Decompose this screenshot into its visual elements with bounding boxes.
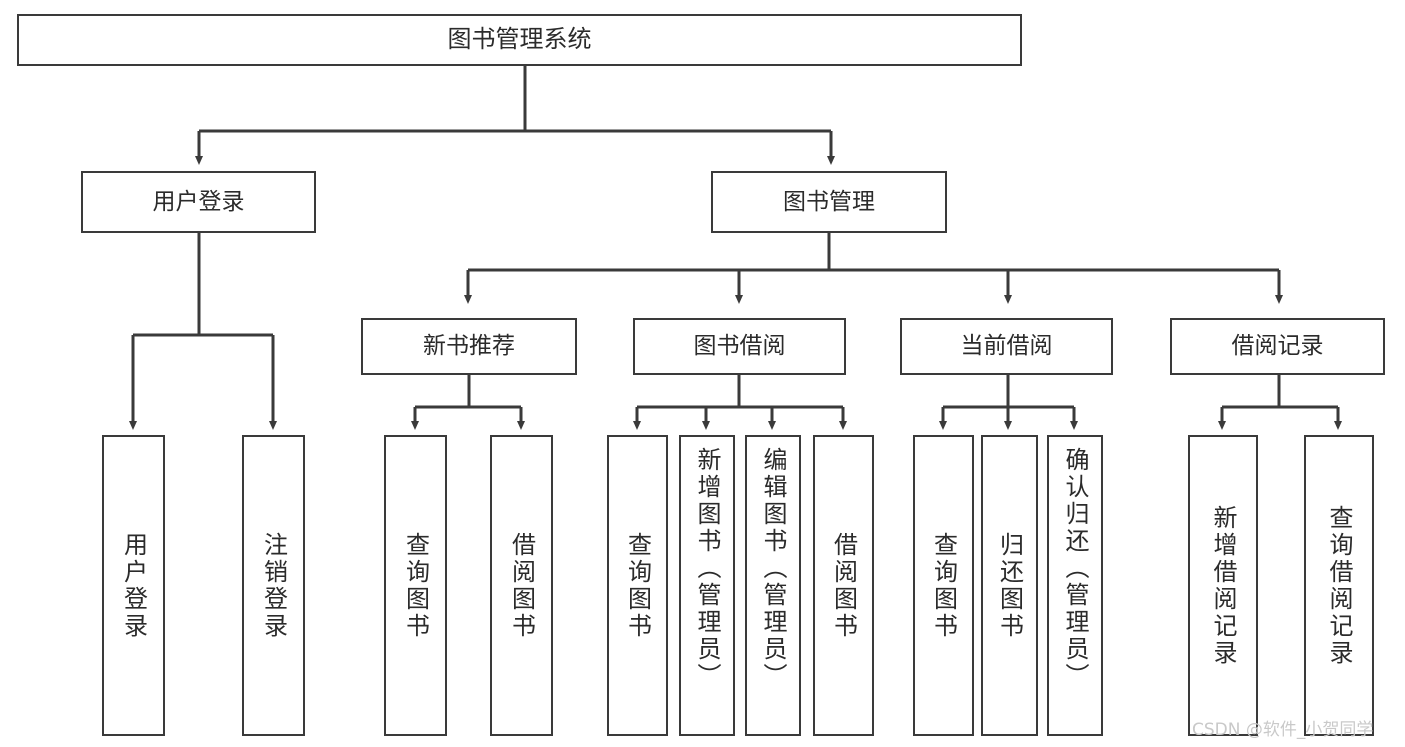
node-leaf-add-book[interactable]: 新增图书（管理员） [679, 435, 735, 736]
node-current-borrow[interactable]: 当前借阅 [900, 318, 1113, 375]
node-leaf-confirm-return[interactable]: 确认归还（管理员） [1047, 435, 1103, 736]
node-leaf-borrow-book-2-label: 借阅图书 [829, 531, 858, 640]
node-leaf-user-login-label: 用户登录 [119, 531, 148, 640]
node-new-book-recommend[interactable]: 新书推荐 [361, 318, 577, 375]
node-user-login-label: 用户登录 [152, 188, 245, 215]
node-leaf-user-logout-label: 注销登录 [259, 531, 288, 640]
node-root-label: 图书管理系统 [447, 25, 592, 54]
node-leaf-query-book-2-label: 查询图书 [623, 531, 652, 640]
node-current-borrow-label: 当前借阅 [960, 333, 1053, 360]
node-book-manage[interactable]: 图书管理 [711, 171, 947, 233]
node-user-login[interactable]: 用户登录 [81, 171, 316, 233]
node-leaf-user-login[interactable]: 用户登录 [102, 435, 165, 736]
node-leaf-query-book-3-label: 查询图书 [929, 531, 958, 640]
node-book-manage-label: 图书管理 [783, 188, 875, 215]
node-leaf-borrow-book-1[interactable]: 借阅图书 [490, 435, 553, 736]
node-leaf-return-book-label: 归还图书 [995, 531, 1024, 640]
node-leaf-query-record[interactable]: 查询借阅记录 [1304, 435, 1374, 736]
node-book-borrow[interactable]: 图书借阅 [633, 318, 846, 375]
node-leaf-return-book[interactable]: 归还图书 [981, 435, 1038, 736]
node-leaf-query-record-label: 查询借阅记录 [1325, 504, 1353, 667]
node-book-borrow-label: 图书借阅 [693, 333, 786, 360]
node-leaf-query-book-3[interactable]: 查询图书 [913, 435, 974, 736]
node-root[interactable]: 图书管理系统 [17, 14, 1022, 66]
node-leaf-add-record-label: 新增借阅记录 [1209, 504, 1237, 667]
node-leaf-add-record[interactable]: 新增借阅记录 [1188, 435, 1258, 736]
node-leaf-add-book-label: 新增图书（管理员） [693, 447, 721, 690]
node-new-book-recommend-label: 新书推荐 [423, 333, 515, 360]
node-leaf-user-logout[interactable]: 注销登录 [242, 435, 305, 736]
node-leaf-borrow-book-1-label: 借阅图书 [507, 531, 536, 640]
node-leaf-query-book-2[interactable]: 查询图书 [607, 435, 668, 736]
node-leaf-borrow-book-2[interactable]: 借阅图书 [813, 435, 874, 736]
node-leaf-edit-book-label: 编辑图书（管理员） [759, 447, 787, 690]
watermark: CSDN @软件_小贺同学 [1192, 720, 1374, 740]
node-borrow-record[interactable]: 借阅记录 [1170, 318, 1385, 375]
node-leaf-query-book-1-label: 查询图书 [401, 531, 430, 640]
node-leaf-confirm-return-label: 确认归还（管理员） [1061, 447, 1089, 690]
node-leaf-edit-book[interactable]: 编辑图书（管理员） [745, 435, 801, 736]
node-leaf-query-book-1[interactable]: 查询图书 [384, 435, 447, 736]
node-borrow-record-label: 借阅记录 [1231, 333, 1324, 360]
